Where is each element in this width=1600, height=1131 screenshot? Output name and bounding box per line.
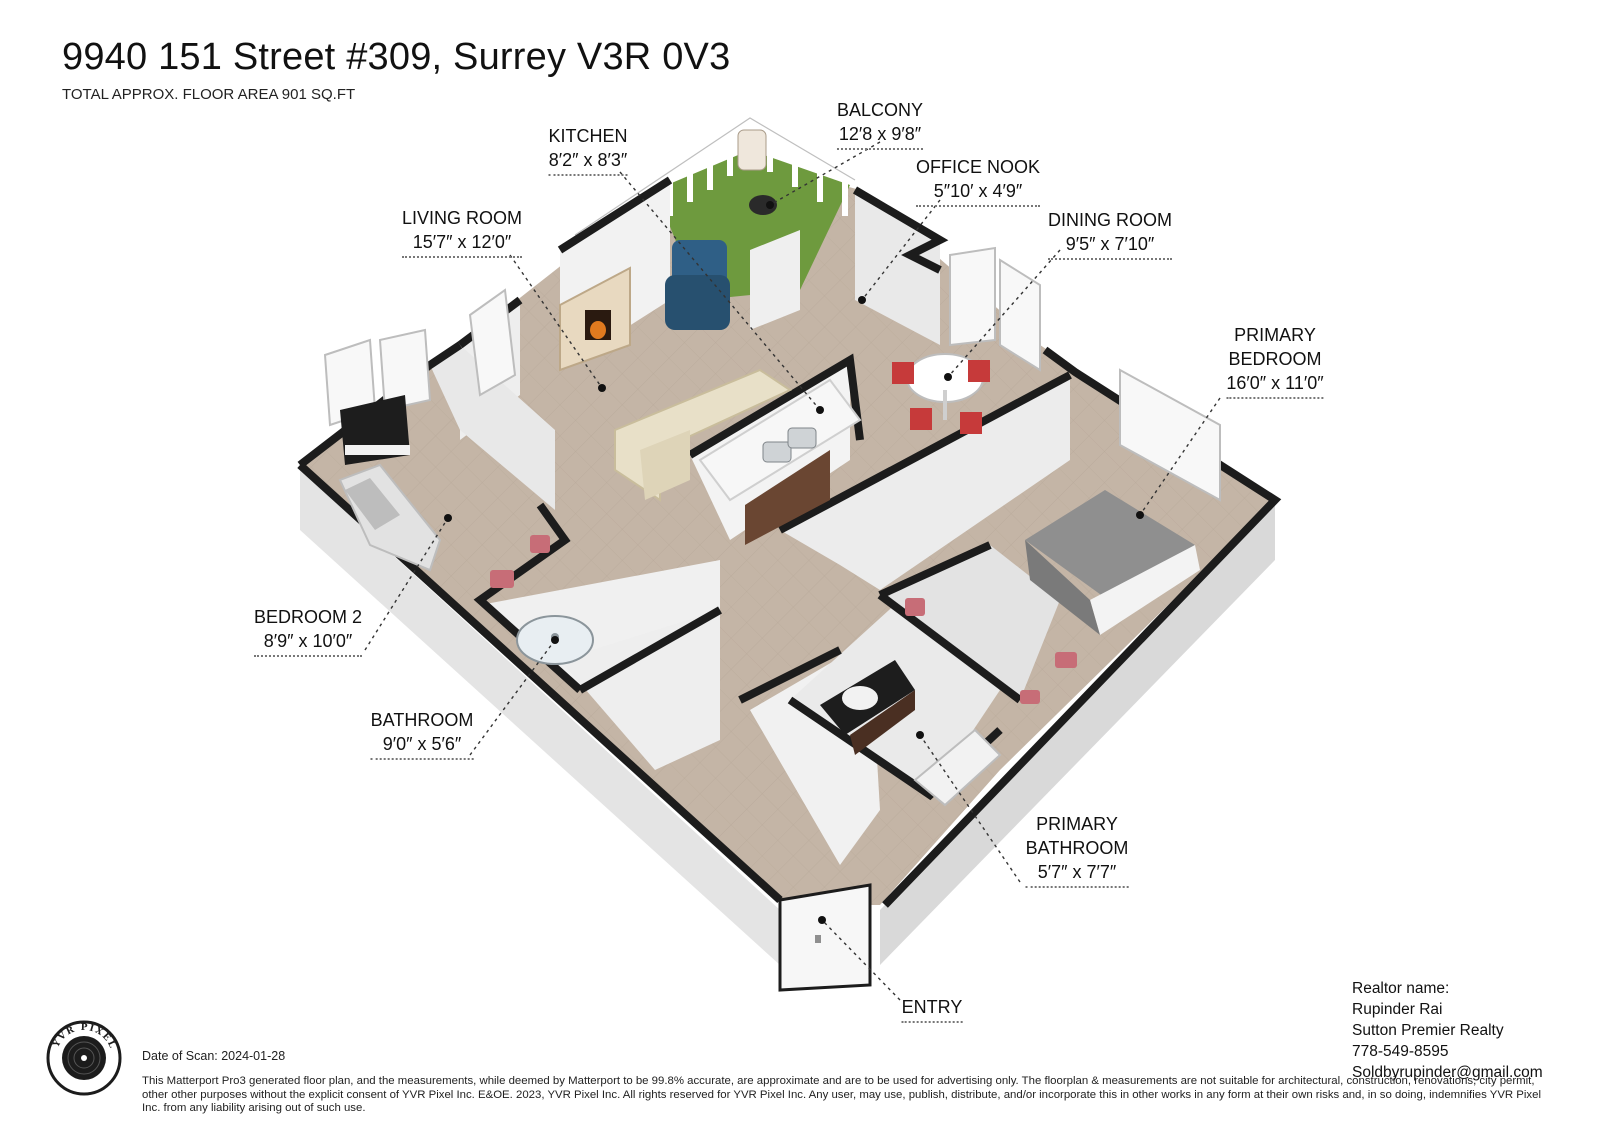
realtor-heading: Realtor name: [1352,980,1450,997]
room-dimensions: 15′7″ x 12′0″ [401,230,523,258]
room-name-line-2: BATHROOM [1025,838,1129,858]
bedroom2-bed [338,463,442,572]
floor-area-subtitle: TOTAL APPROX. FLOOR AREA 901 SQ.FT [62,86,356,103]
realtor-phone: 778-549-8595 [1352,1043,1449,1060]
room-dimensions: 5″10′ x 4′9″ [915,179,1041,207]
realtor-info: Realtor name: Rupinder Rai Sutton Premie… [1352,978,1543,1083]
room-dimensions: 5′7″ x 7′7″ [1025,860,1129,888]
room-name: BALCONY [836,100,924,120]
room-label-dining-room: DINING ROOM 9′5″ x 7′10″ [1048,208,1172,260]
room-name: KITCHEN [548,126,628,146]
windows [323,246,1221,502]
leader-lines [364,141,1221,1001]
room-label-bedroom-2: BEDROOM 2 8′9″ x 10′0″ [253,605,363,657]
balcony-chair [737,129,777,215]
room-dimensions: 9′0″ x 5′6″ [370,732,474,760]
realtor-brokerage: Sutton Premier Realty [1352,1022,1504,1039]
closet-items [490,535,1077,704]
piano [340,395,410,465]
room-dimensions: 16′0″ x 11′0″ [1226,371,1324,399]
balcony-railing-outline [574,117,856,236]
entry-door [778,883,872,992]
room-name-line-1: PRIMARY [1036,814,1118,834]
dining-set [892,353,990,434]
yvr-pixel-logo: YVR PIXEL [46,1020,122,1096]
room-name-line-2: BEDROOM [1228,349,1322,369]
realtor-name: Rupinder Rai [1352,1001,1443,1018]
sofa [614,368,793,502]
room-dimensions: 8′9″ x 10′0″ [253,629,363,657]
room-label-office-nook: OFFICE NOOK 5″10′ x 4′9″ [915,155,1041,207]
room-label-kitchen: KITCHEN 8′2″ x 8′3″ [548,124,628,176]
disclaimer-text: This Matterport Pro3 generated floor pla… [142,1075,1541,1114]
scan-date: Date of Scan: 2024-01-28 [142,1049,286,1063]
primary-bathroom-fixtures [820,660,1002,807]
room-name: BEDROOM 2 [253,607,363,627]
room-dimensions: 12′8 x 9′8″ [836,122,924,150]
primary-bed [1025,490,1200,635]
room-label-entry: ENTRY [901,995,963,1023]
page-title: 9940 151 Street #309, Surrey V3R 0V3 [62,36,731,78]
room-label-balcony: BALCONY 12′8 x 9′8″ [836,98,924,150]
room-name: LIVING ROOM [401,208,523,228]
room-name: ENTRY [901,995,963,1023]
room-name-line-1: PRIMARY [1234,325,1316,345]
realtor-email: Soldbyrupinder@gmail.com [1352,1064,1543,1081]
room-dimensions: 9′5″ x 7′10″ [1048,232,1172,260]
room-dimensions: 8′2″ x 8′3″ [548,148,628,176]
leader-dots [444,201,1144,924]
room-name: DINING ROOM [1048,210,1172,230]
room-label-primary-bedroom: PRIMARY BEDROOM 16′0″ x 11′0″ [1226,323,1324,399]
armchair [665,240,730,330]
room-label-primary-bathroom: PRIMARY BATHROOM 5′7″ x 7′7″ [1025,812,1129,888]
room-name: BATHROOM [370,710,474,730]
outer-wall-right-face [880,505,1275,965]
room-label-living-room: LIVING ROOM 15′7″ x 12′0″ [401,206,523,258]
fireplace [559,266,631,372]
outer-wall-left-face [300,470,780,965]
room-name: OFFICE NOOK [915,157,1041,177]
room-label-bathroom: BATHROOM 9′0″ x 5′6″ [370,708,474,760]
